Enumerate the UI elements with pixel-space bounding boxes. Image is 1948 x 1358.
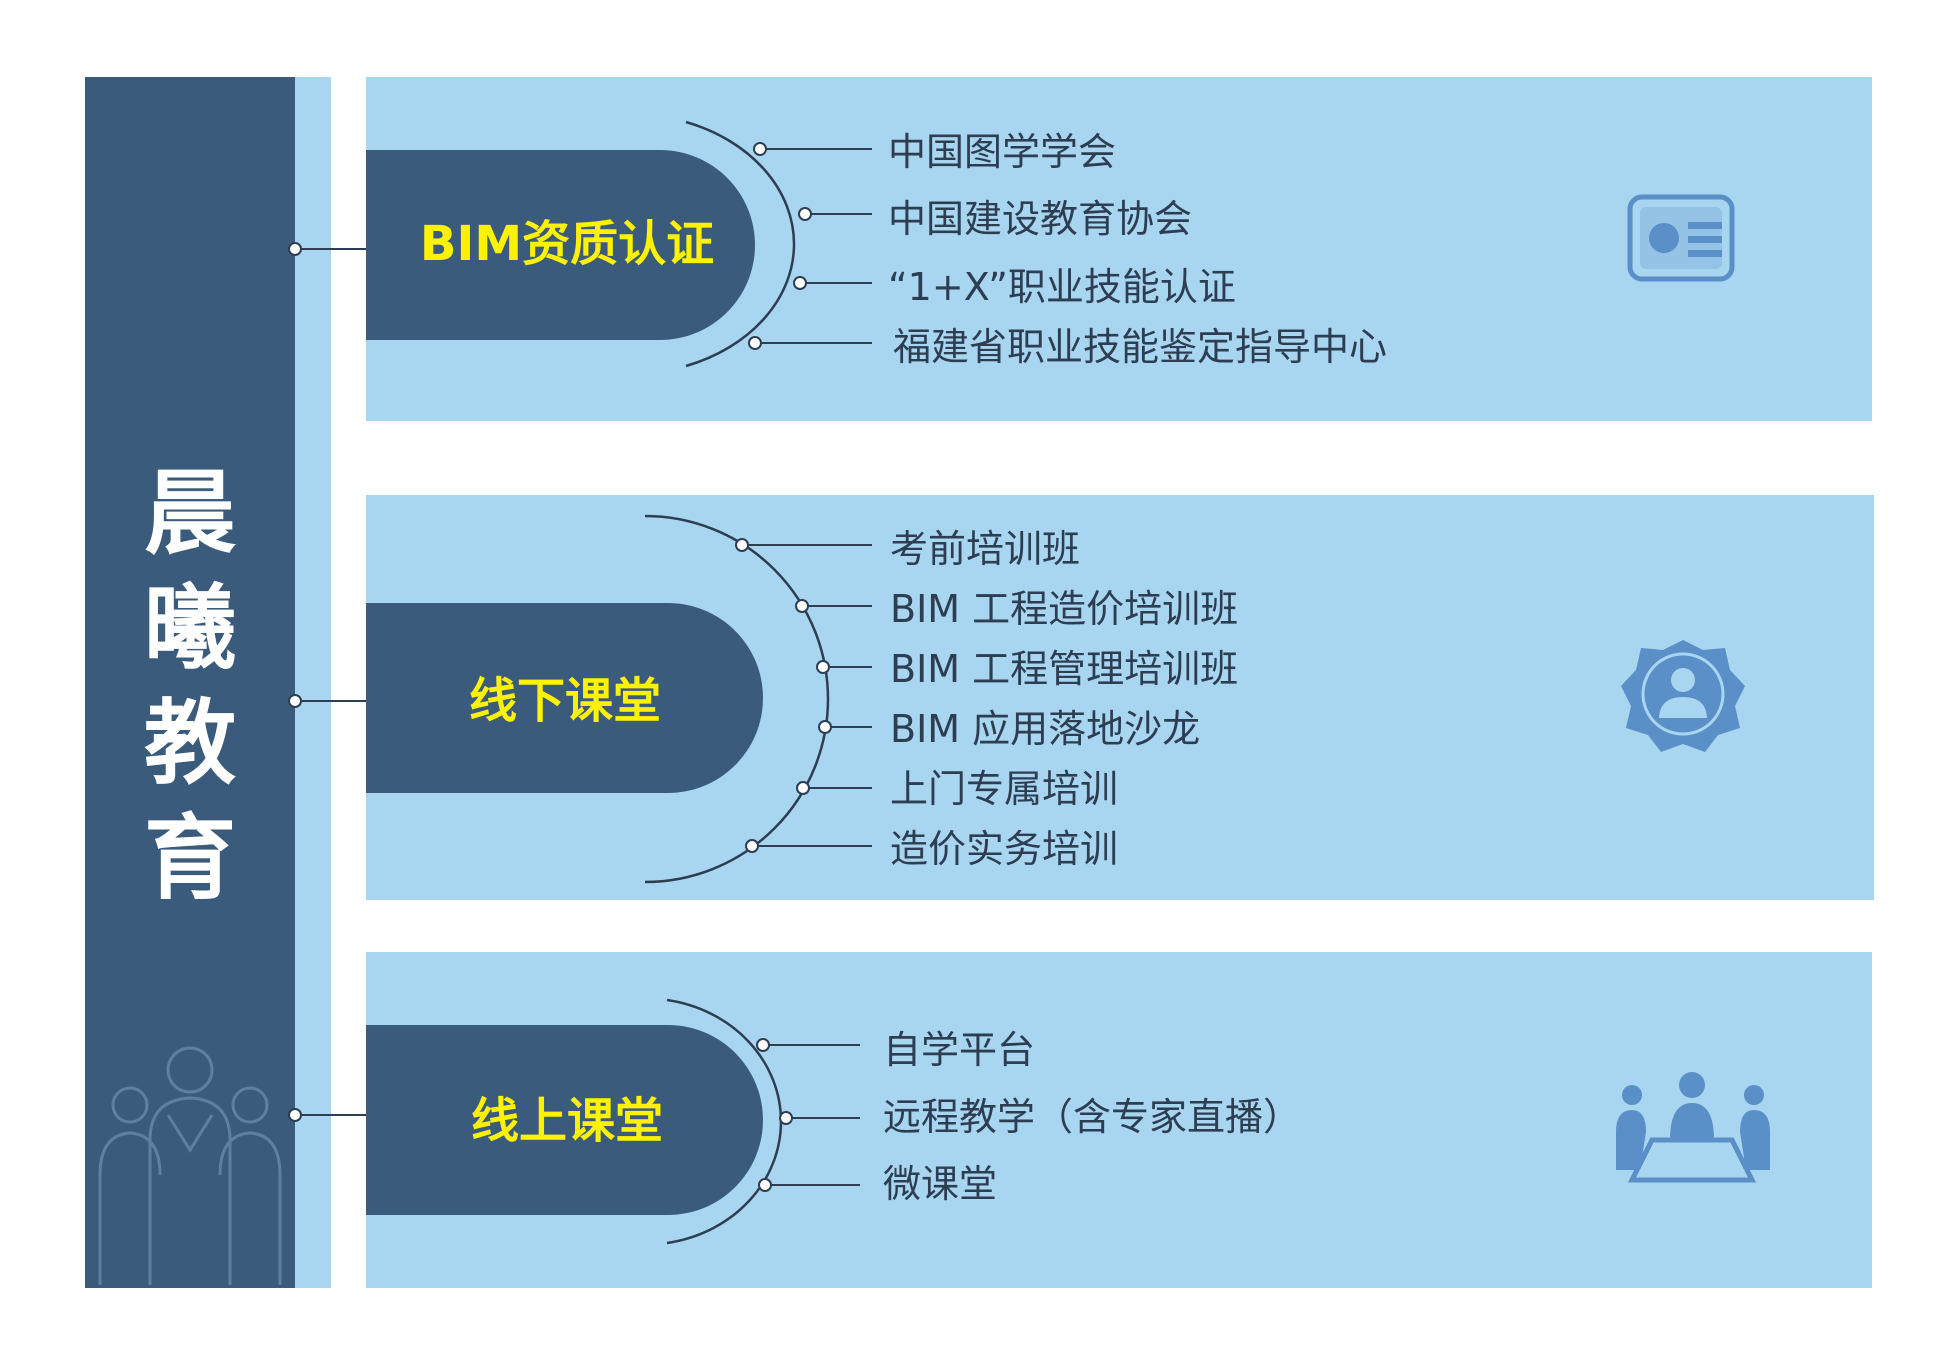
list-item: 福建省职业技能鉴定指导中心 — [893, 325, 1387, 369]
section-label: 线上课堂 — [471, 1093, 663, 1149]
people-group-icon — [98, 1046, 282, 1285]
item-connectors — [735, 538, 872, 853]
list-item: 微课堂 — [883, 1162, 997, 1206]
list-item: 远程教学（含专家直播） — [883, 1095, 1301, 1139]
section-pill — [366, 150, 755, 340]
section-pill — [366, 1025, 763, 1215]
left-light-strip — [295, 77, 331, 1288]
list-item: 考前培训班 — [890, 527, 1080, 571]
section-offline: 线下课堂 考前培训班 BIM 工程造价培训班 BIM 工程管理培训班 BIM 应… — [288, 495, 1874, 900]
org-title-char-1: 晨 — [144, 460, 236, 567]
connector-node — [288, 1108, 302, 1122]
meeting-presentation-icon — [1616, 1072, 1770, 1183]
list-item: BIM 工程造价培训班 — [890, 587, 1238, 631]
list-item: BIM 工程管理培训班 — [890, 647, 1238, 691]
list-item: 造价实务培训 — [890, 827, 1118, 871]
item-connectors — [748, 142, 872, 350]
list-item: 自学平台 — [883, 1028, 1035, 1072]
section-label: 线下课堂 — [469, 673, 661, 729]
org-title-char-3: 教 — [144, 690, 236, 797]
id-card-icon — [1627, 194, 1735, 282]
connector-node — [288, 694, 302, 708]
certified-person-badge-icon — [1621, 640, 1745, 752]
list-item: 上门专属培训 — [890, 767, 1118, 811]
list-item: 中国图学学会 — [888, 130, 1116, 174]
left-banner — [85, 77, 295, 1288]
section-label: BIM资质认证 — [420, 216, 714, 272]
bracket-arc — [685, 120, 796, 368]
org-title-char-2: 曦 — [144, 575, 236, 682]
list-item: “1+X”职业技能认证 — [888, 265, 1236, 309]
list-item: 中国建设教育协会 — [888, 197, 1192, 241]
section-online: 线上课堂 自学平台 远程教学（含专家直播） 微课堂 — [288, 952, 1872, 1288]
connector-node — [288, 242, 302, 256]
bracket-arc — [644, 514, 830, 884]
section-qualification: BIM资质认证 中国图学学会 中国建设教育协会 “1+X”职业技能认证 福建省职… — [288, 77, 1872, 421]
section-pill — [366, 603, 763, 793]
list-item: BIM 应用落地沙龙 — [890, 707, 1200, 751]
org-title-char-4: 育 — [144, 805, 236, 912]
item-connectors — [756, 1038, 860, 1192]
